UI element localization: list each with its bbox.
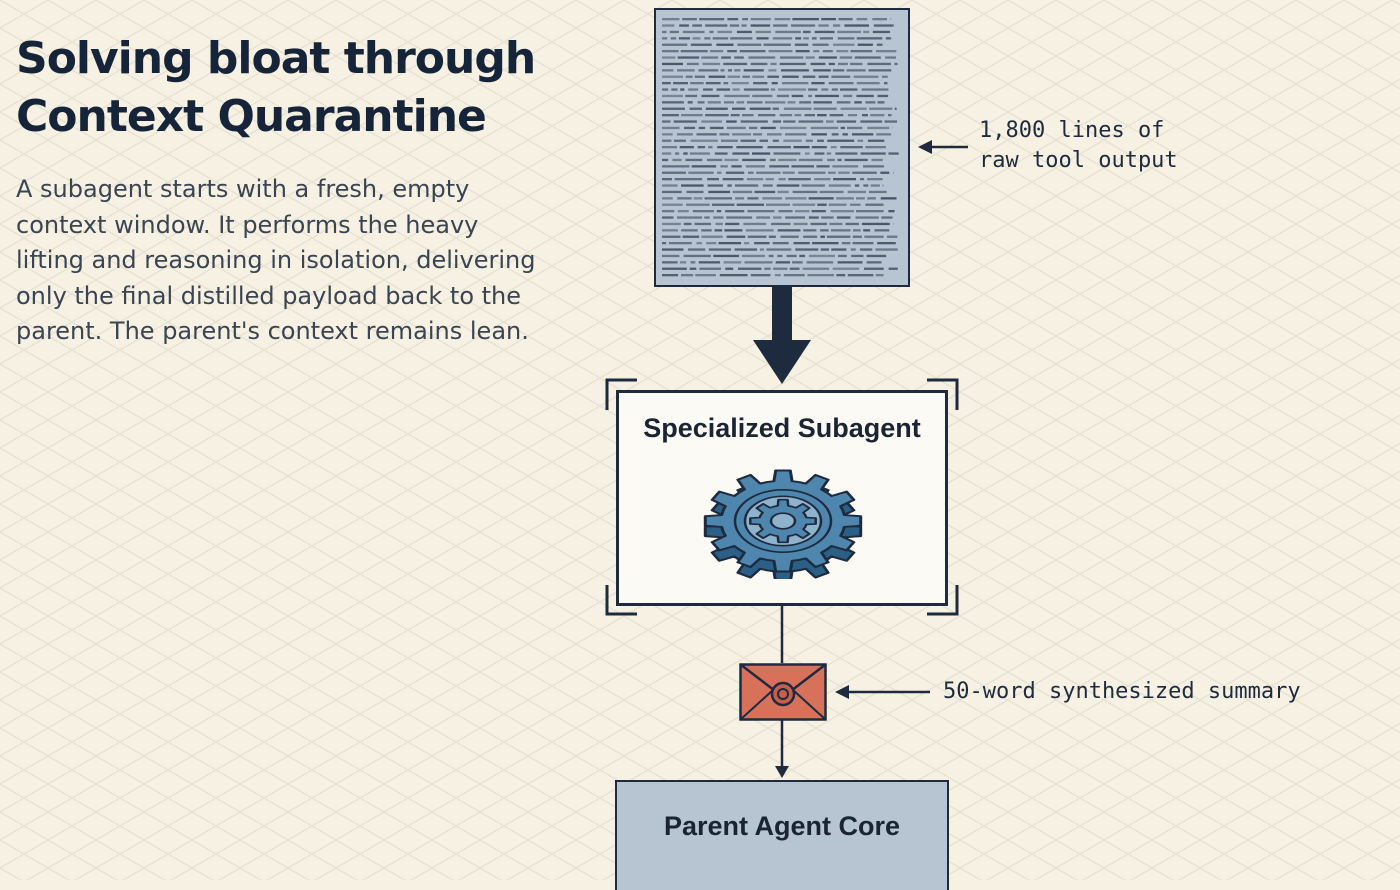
subagent-label: Specialized Subagent — [619, 413, 945, 444]
input-flow-arrow-shaft — [772, 287, 792, 342]
summary-to-parent-arrowhead — [775, 766, 789, 778]
parent-agent-core-box: Parent Agent Core — [615, 780, 949, 890]
summary-label: 50-word synthesized summary — [943, 677, 1301, 707]
raw-output-pointer-arrowhead — [918, 140, 932, 154]
summary-pointer-arrowhead — [835, 685, 849, 699]
gear-icon — [703, 463, 863, 579]
specialized-subagent-box: Specialized Subagent — [616, 390, 948, 606]
parent-label: Parent Agent Core — [617, 811, 947, 842]
input-flow-arrowhead — [753, 340, 811, 384]
envelope-icon — [739, 663, 827, 721]
